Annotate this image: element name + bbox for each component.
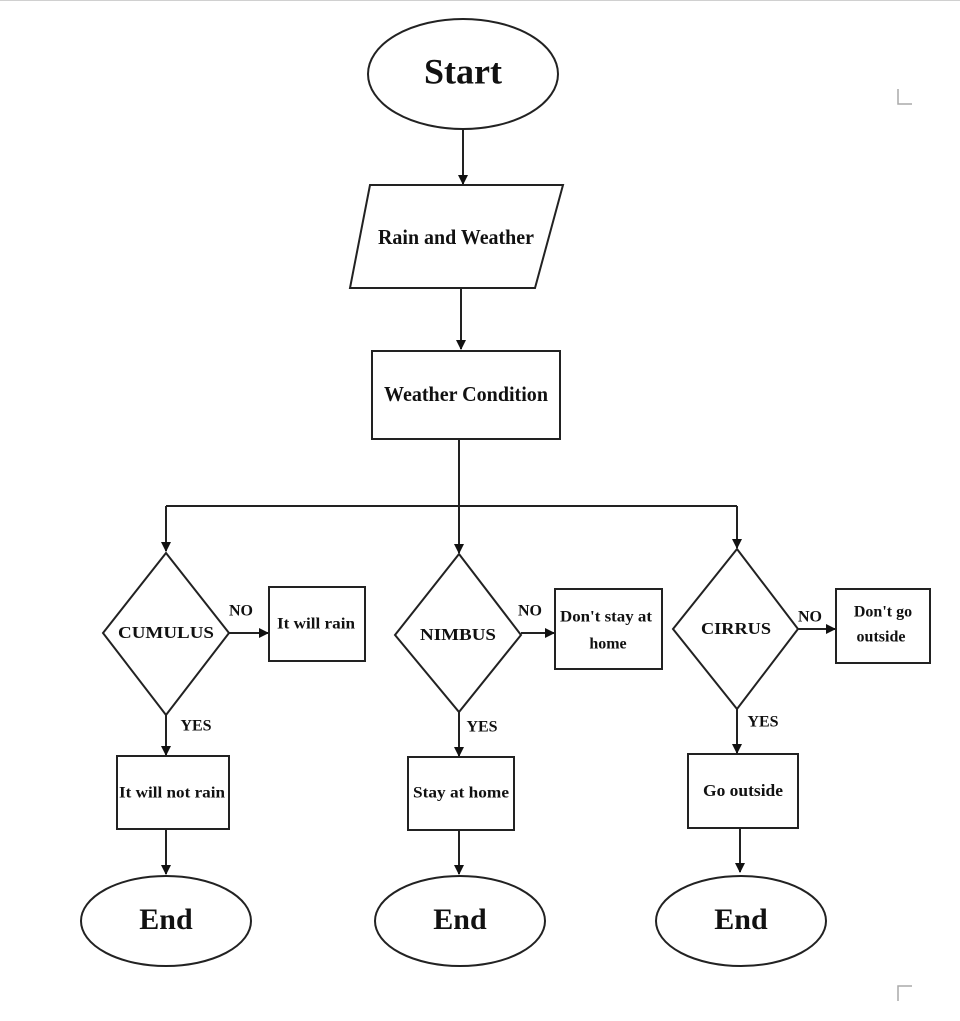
end-terminal: [80, 875, 252, 967]
end-label: End: [139, 903, 193, 936]
no-result-label: home: [589, 636, 626, 653]
process-box: Weather Condition: [371, 350, 561, 440]
end-terminal: [374, 875, 546, 967]
page-corner-mark: [897, 89, 912, 105]
input-parallelogram: Rain and Weather: [348, 184, 565, 289]
end-terminal: [655, 875, 827, 967]
no-result-box: [554, 588, 663, 670]
page-corner-mark: [897, 985, 912, 1001]
yes-result-box: [407, 756, 515, 831]
start-label: Start: [424, 51, 502, 91]
start-terminal: Start: [367, 18, 559, 130]
yes-result-box: [116, 755, 230, 830]
process-label: Weather Condition: [384, 382, 548, 406]
yes-label: YES: [180, 718, 211, 735]
yes-result-label: It will not rain: [119, 785, 225, 802]
branch-nimbus: NIMBUS NO Don't stay at home YES Stay at…: [374, 552, 663, 967]
no-label: NO: [229, 603, 253, 620]
no-label: NO: [798, 609, 822, 626]
no-result-label: outside: [857, 629, 906, 646]
yes-label: YES: [747, 714, 778, 731]
yes-result-label: Go outside: [703, 781, 783, 800]
no-result-box: [268, 586, 366, 662]
decision-label: CUMULUS: [118, 623, 214, 642]
end-label: End: [714, 903, 768, 936]
yes-result-label: Stay at home: [413, 785, 509, 802]
branch-cumulus: CUMULUS NO It will rain YES It will not …: [80, 551, 366, 967]
branch-cirrus: CIRRUS NO Don't go outside YES Go outsid…: [655, 547, 931, 967]
yes-label: YES: [466, 719, 497, 736]
no-result-label: It will rain: [277, 616, 355, 633]
yes-result-box: [687, 753, 799, 829]
end-label: End: [433, 903, 487, 936]
no-label: NO: [518, 603, 542, 620]
no-result-label: Don't stay at: [560, 609, 653, 626]
no-result-box: [835, 588, 931, 664]
decision-label: CIRRUS: [701, 619, 771, 638]
no-result-label: Don't go: [854, 604, 912, 621]
input-label: Rain and Weather: [378, 225, 534, 249]
decision-label: NIMBUS: [420, 625, 496, 644]
